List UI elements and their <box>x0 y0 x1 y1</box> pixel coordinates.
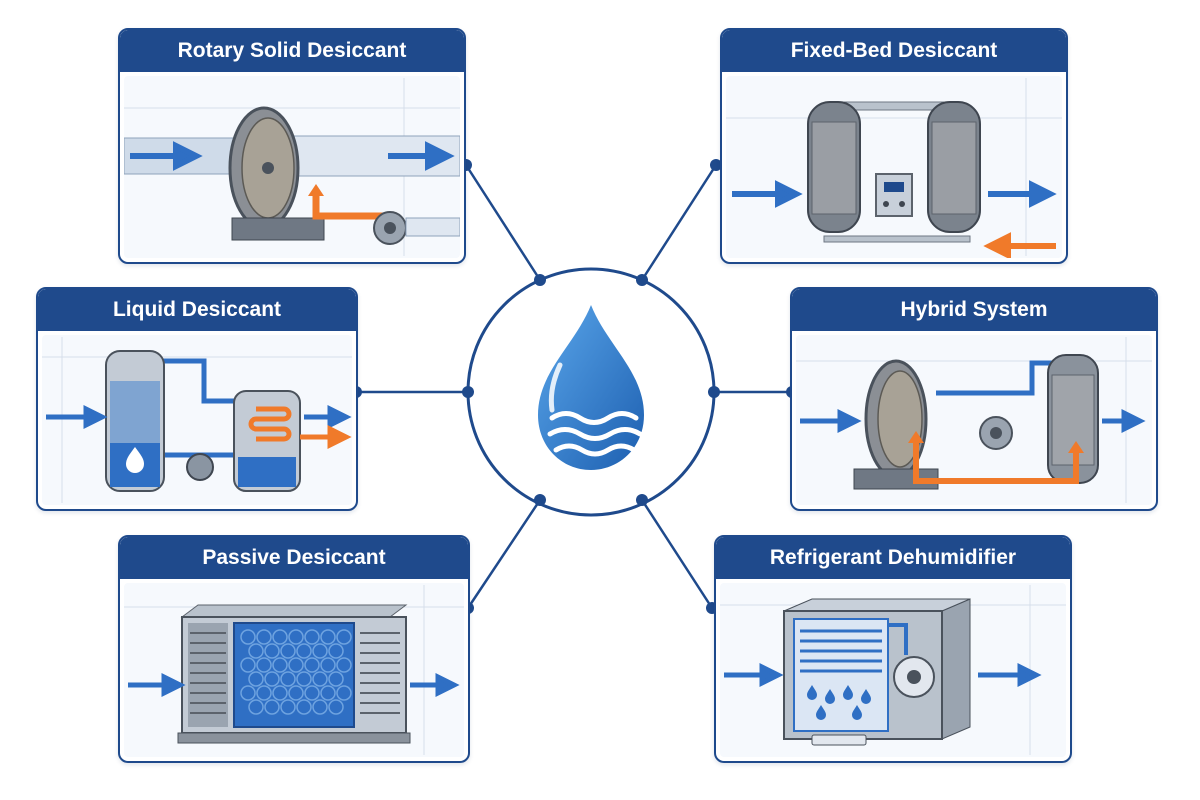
process-air-arrow-icon <box>988 180 1057 208</box>
card-refrigerant-dehumidifier[interactable]: Refrigerant Dehumidifier <box>714 535 1072 763</box>
twin-tower-illustration <box>726 78 1062 258</box>
node-dot <box>534 274 546 286</box>
card-title: Liquid Desiccant <box>112 298 282 321</box>
card-illustration <box>796 335 1152 505</box>
node-dot <box>636 274 648 286</box>
card-title: Fixed-Bed Desiccant <box>790 39 998 62</box>
process-air-arrow-icon <box>304 404 352 430</box>
liquid-desiccant-illustration <box>42 337 352 503</box>
rotary-wheel-illustration <box>124 78 460 256</box>
refrigerant-dehumidifier-illustration <box>720 585 1066 755</box>
regeneration-air-arrow-icon <box>312 190 386 220</box>
node-dot <box>636 494 648 506</box>
card-illustration <box>124 583 464 757</box>
card-header <box>792 289 1156 331</box>
card-title: Hybrid System <box>900 298 1048 321</box>
node-dot <box>462 386 474 398</box>
water-drop-icon <box>126 447 144 473</box>
card-header <box>716 537 1070 579</box>
heating-coil-icon <box>248 406 292 442</box>
process-air-arrow-icon <box>128 672 186 698</box>
card-header <box>722 30 1066 72</box>
regeneration-air-arrow-icon <box>983 232 1056 258</box>
condensate-drops-icon <box>807 685 871 720</box>
card-passive-desiccant[interactable]: Passive Desiccant <box>118 535 470 763</box>
passive-desiccant-illustration <box>124 585 464 755</box>
water-drop-with-waves-icon <box>538 305 644 470</box>
card-illustration <box>726 76 1062 258</box>
card-header <box>120 537 468 579</box>
card-illustration <box>720 583 1066 757</box>
process-air-arrow-icon <box>46 404 108 430</box>
connector-line-passive <box>466 499 542 609</box>
node-dot <box>710 159 722 171</box>
card-illustration <box>42 335 352 505</box>
process-air-arrow-icon <box>410 672 460 698</box>
card-title: Passive Desiccant <box>202 546 386 569</box>
hybrid-system-illustration <box>796 337 1152 503</box>
card-illustration <box>124 76 460 258</box>
process-air-arrow-icon <box>978 662 1042 688</box>
card-fixed-bed-desiccant[interactable]: Fixed-Bed Desiccant <box>720 28 1068 264</box>
evaporator-coil-icon <box>793 618 889 732</box>
process-air-arrow-icon <box>1102 408 1146 434</box>
process-air-arrow-icon <box>388 141 455 171</box>
card-title: Refrigerant Dehumidifier <box>769 546 1017 569</box>
connector-line-fixed <box>640 164 718 281</box>
connector-line-rotary <box>464 164 542 281</box>
pump-icon <box>186 453 214 481</box>
card-header <box>120 30 464 72</box>
card-header <box>38 289 356 331</box>
control-panel-icon <box>875 173 913 217</box>
node-dot <box>708 386 720 398</box>
process-air-arrow-icon <box>130 141 203 171</box>
regeneration-air-arrow-icon <box>913 437 1079 484</box>
regeneration-air-arrow-icon <box>300 424 352 450</box>
card-hybrid-system[interactable]: Hybrid System <box>790 287 1158 511</box>
connector-line-refrig <box>640 499 714 609</box>
node-dot <box>534 494 546 506</box>
card-liquid-desiccant[interactable]: Liquid Desiccant <box>36 287 358 511</box>
card-title: Rotary Solid Desiccant <box>177 39 407 62</box>
process-air-arrow-icon <box>800 408 862 434</box>
process-air-arrow-icon <box>724 662 784 688</box>
process-air-arrow-icon <box>732 180 803 208</box>
card-rotary-solid-desiccant[interactable]: Rotary Solid Desiccant <box>118 28 466 264</box>
